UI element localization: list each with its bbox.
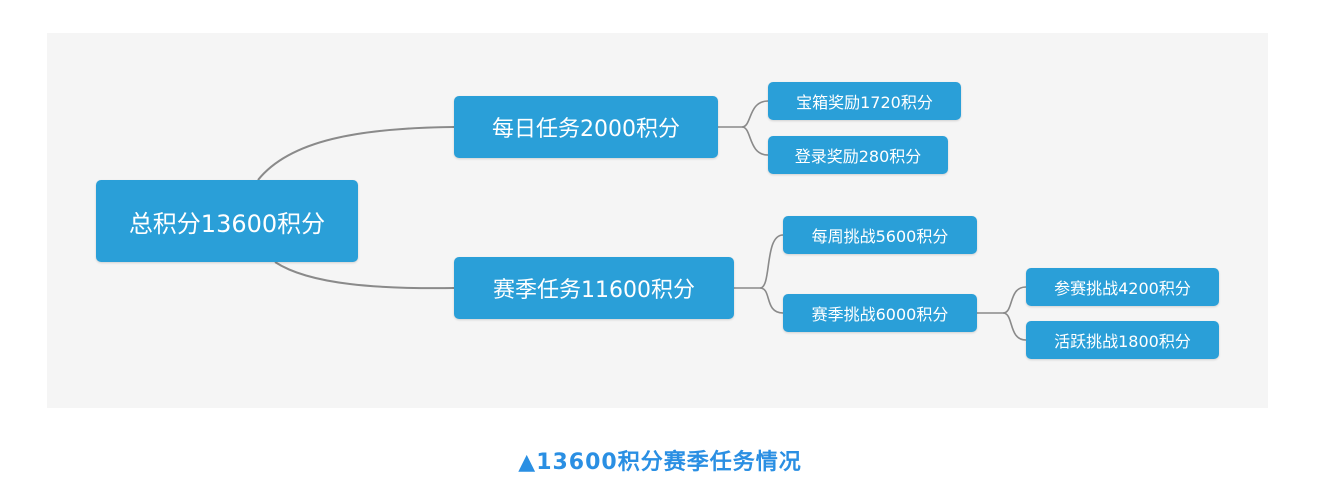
node-daily-tasks-label: 每日任务2000积分 bbox=[492, 117, 680, 142]
figure-caption: ▲13600积分赛季任务情况 bbox=[0, 444, 1320, 476]
figure-caption-text: 13600积分赛季任务情况 bbox=[536, 450, 802, 475]
node-weekly-challenge: 每周挑战5600积分 bbox=[783, 216, 977, 254]
node-chest-reward-label: 宝箱奖励1720积分 bbox=[796, 93, 933, 112]
node-season-challenge-label: 赛季挑战6000积分 bbox=[811, 305, 949, 324]
node-entry-challenge-label: 参赛挑战4200积分 bbox=[1054, 279, 1191, 298]
node-season-tasks-label: 赛季任务11600积分 bbox=[493, 278, 695, 303]
triangle-up-icon: ▲ bbox=[518, 450, 537, 475]
node-weekly-challenge-label: 每周挑战5600积分 bbox=[811, 227, 949, 246]
root-node-total-points: 总积分13600积分 bbox=[96, 180, 358, 262]
node-active-challenge: 活跃挑战1800积分 bbox=[1026, 321, 1219, 359]
node-chest-reward: 宝箱奖励1720积分 bbox=[768, 82, 961, 120]
node-login-reward: 登录奖励280积分 bbox=[768, 136, 948, 174]
node-entry-challenge: 参赛挑战4200积分 bbox=[1026, 268, 1219, 306]
node-active-challenge-label: 活跃挑战1800积分 bbox=[1054, 332, 1191, 351]
node-season-tasks: 赛季任务11600积分 bbox=[454, 257, 734, 319]
node-login-reward-label: 登录奖励280积分 bbox=[794, 147, 922, 166]
root-node-label: 总积分13600积分 bbox=[128, 209, 326, 238]
node-season-challenge: 赛季挑战6000积分 bbox=[783, 294, 977, 332]
node-daily-tasks: 每日任务2000积分 bbox=[454, 96, 718, 158]
